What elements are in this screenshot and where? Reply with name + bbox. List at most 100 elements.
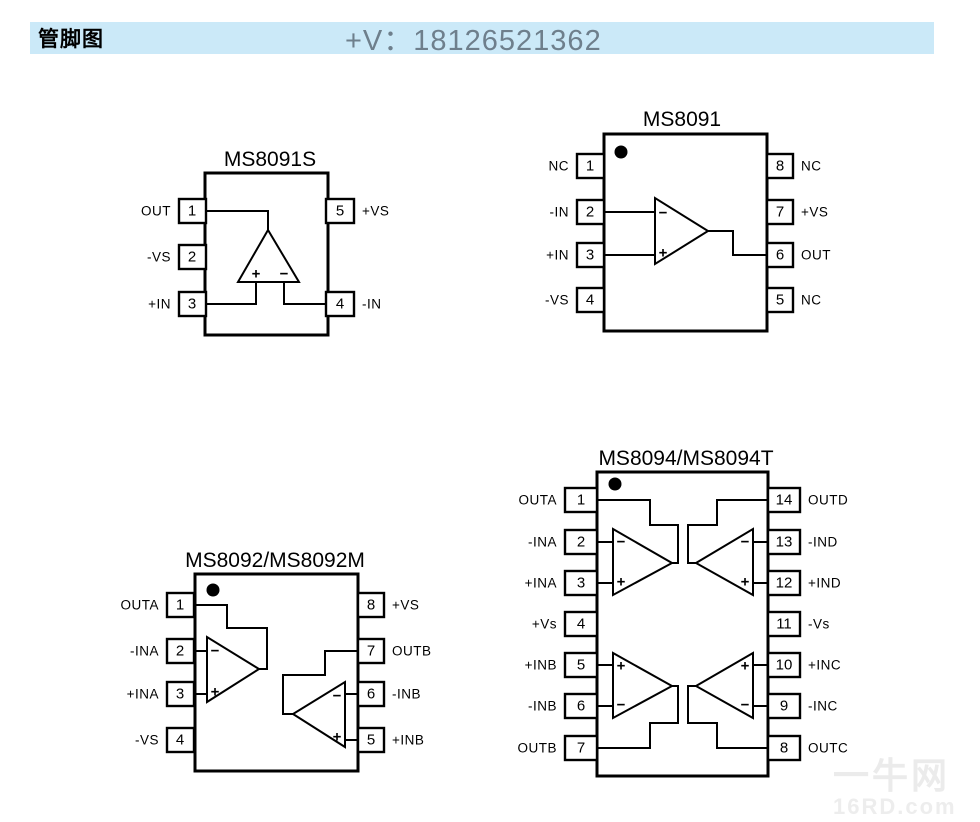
- pin-number: 2: [188, 249, 196, 266]
- pin-box: [563, 734, 599, 762]
- opamp-minus-sign: −: [333, 688, 342, 705]
- pin-label: NC: [549, 159, 570, 174]
- pin-label: -VS: [545, 293, 569, 308]
- opamp-symbol: [206, 635, 261, 704]
- pin-label: +INB: [525, 658, 557, 673]
- pin1-indicator-dot: [206, 583, 220, 597]
- pin-label: -IND: [808, 535, 838, 550]
- pin-number: 3: [188, 296, 196, 313]
- pin-number: 4: [176, 732, 184, 749]
- pin-number: 13: [776, 534, 793, 551]
- pin-number: 6: [776, 247, 784, 264]
- opamp-symbol: [236, 228, 301, 283]
- pin-box: [765, 198, 795, 226]
- wire: [206, 210, 269, 231]
- watermark: 一牛网 16RD.com: [833, 758, 980, 818]
- pin-label: +INA: [525, 576, 557, 591]
- opamp-minus-sign: −: [280, 266, 289, 283]
- pin-box: [575, 152, 606, 180]
- opamp-minus-sign: −: [211, 643, 220, 660]
- pin-box: [765, 152, 795, 180]
- opamp-symbol: [612, 527, 675, 597]
- pin-number: 2: [176, 643, 184, 660]
- pin-box: [563, 610, 599, 638]
- pin-label: NC: [801, 159, 822, 174]
- opamp-plus-sign: +: [211, 684, 220, 701]
- pin-number: 4: [577, 616, 585, 633]
- pin-label: OUTC: [808, 741, 848, 756]
- wire: [687, 685, 768, 749]
- pin-label: OUTB: [517, 741, 557, 756]
- pin-number: 10: [776, 657, 793, 674]
- wire: [195, 604, 268, 670]
- pin-box: [563, 528, 599, 556]
- ic-diagram-ms8092: MS8092/MS8092M − + − + 1 2 3 4 8 7 6 5 O…: [121, 549, 431, 773]
- pin-number: 11: [776, 616, 792, 633]
- pin-box: [575, 198, 606, 226]
- opamp-minus-sign: −: [741, 534, 750, 551]
- pin-label: OUTA: [121, 598, 160, 613]
- pin-box: [165, 637, 196, 665]
- pin-label: OUT: [141, 204, 171, 219]
- pin-box: [766, 734, 802, 762]
- pin-number: 5: [776, 292, 784, 309]
- ic-diagram-ms8094: MS8094/MS8094T − + − + + − + −: [517, 447, 848, 778]
- pin-box: [177, 197, 208, 225]
- page-title: 管脚图: [38, 28, 104, 51]
- pin-number: 3: [577, 575, 585, 592]
- opamp-minus-sign: −: [617, 534, 626, 551]
- pin-label: +INC: [808, 658, 841, 673]
- ic-title: MS8091: [643, 108, 721, 131]
- contact-phone: +V：18126521362: [345, 25, 602, 57]
- pin-number: 7: [776, 204, 784, 221]
- pin-label: -Vs: [808, 617, 830, 632]
- pin-box: [766, 692, 802, 720]
- pin-label: -INB: [392, 687, 421, 702]
- pin-number: 1: [188, 203, 196, 220]
- pin-box: [165, 726, 196, 754]
- pin-label: +Vs: [532, 617, 557, 632]
- wire: [687, 499, 768, 564]
- pin-number: 1: [586, 158, 594, 175]
- ic-title: MS8094/MS8094T: [598, 447, 773, 470]
- opamp-minus-sign: −: [659, 205, 668, 222]
- opamp-minus-sign: −: [617, 697, 626, 714]
- opamp-plus-sign: +: [741, 574, 750, 591]
- watermark-domain: 16RD.com: [833, 794, 957, 819]
- wire: [597, 499, 679, 564]
- opamp-plus-sign: +: [741, 658, 750, 675]
- pin-box: [765, 286, 795, 314]
- pin-number: 8: [367, 597, 375, 614]
- wire: [282, 650, 358, 715]
- pin-number: 9: [780, 698, 788, 715]
- pin-number: 4: [586, 292, 594, 309]
- pin-label: +VS: [392, 598, 419, 613]
- pin-number: 7: [577, 740, 585, 757]
- pin-label: -IN: [362, 297, 382, 312]
- header-bar: 管脚图 +V：18126521362: [30, 22, 934, 57]
- pin-box: [165, 680, 196, 708]
- opamp-symbol: [694, 527, 754, 597]
- pin-number: 2: [586, 204, 594, 221]
- pin-label: NC: [801, 293, 822, 308]
- pin-label: -INB: [528, 699, 557, 714]
- pin-box: [324, 197, 356, 225]
- pin-box: [356, 591, 386, 619]
- pin-box: [766, 569, 802, 597]
- opamp-plus-sign: +: [659, 245, 668, 262]
- pin-box: [766, 610, 802, 638]
- ic-diagram-ms8091s: MS8091S + − 1 2 3 5 4 OUT -VS +IN +VS -I…: [141, 148, 389, 337]
- opamp-symbol: [291, 680, 346, 749]
- pin-label: +INB: [392, 733, 424, 748]
- pin-box: [165, 591, 196, 619]
- pin1-indicator-dot: [614, 145, 628, 159]
- pin-number: 2: [577, 534, 585, 551]
- pin-box: [563, 486, 599, 514]
- pin-label: +IN: [546, 248, 569, 263]
- pin-box: [563, 651, 599, 679]
- opamp-plus-sign: +: [617, 658, 626, 675]
- pin-box: [177, 290, 208, 318]
- pin-box: [563, 569, 599, 597]
- opamp-plus-sign: +: [617, 574, 626, 591]
- pin-label: +VS: [362, 204, 389, 219]
